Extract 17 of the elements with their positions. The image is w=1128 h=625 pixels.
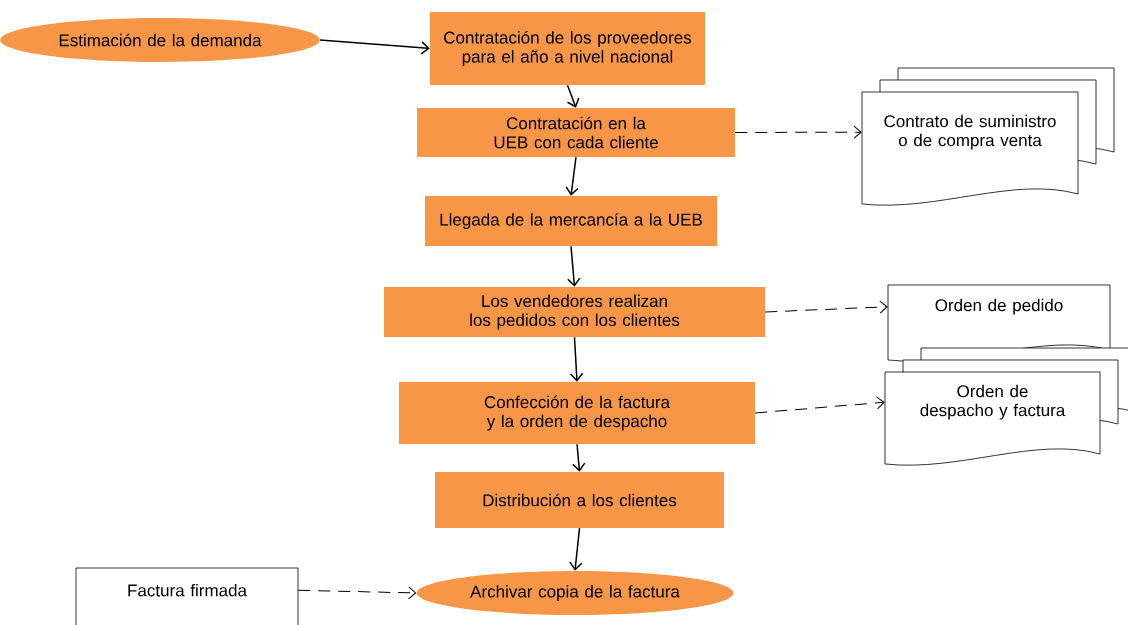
arrow <box>565 156 579 196</box>
arrow <box>319 39 430 55</box>
process-box: Confección de la factura y la orden de despacho <box>399 382 755 444</box>
arrow <box>734 125 862 139</box>
arrow <box>566 84 580 108</box>
arrow <box>567 245 581 287</box>
arrow <box>572 443 586 472</box>
arrow <box>569 336 584 382</box>
process-box: Distribución a los clientes <box>435 472 724 528</box>
arrow <box>297 586 417 600</box>
arrow <box>754 396 885 414</box>
process-box: Contratación de los proveedores para el año a nivel nacional <box>430 12 705 85</box>
process-box: Llegada de la mercancía a la UEB <box>425 196 717 246</box>
process-box: Los vendedores realizan los pedidos con los clientes <box>384 287 765 337</box>
arrow <box>764 300 888 314</box>
process-box: Contratación en la UEB con cada cliente <box>417 108 735 157</box>
arrow <box>569 527 583 571</box>
